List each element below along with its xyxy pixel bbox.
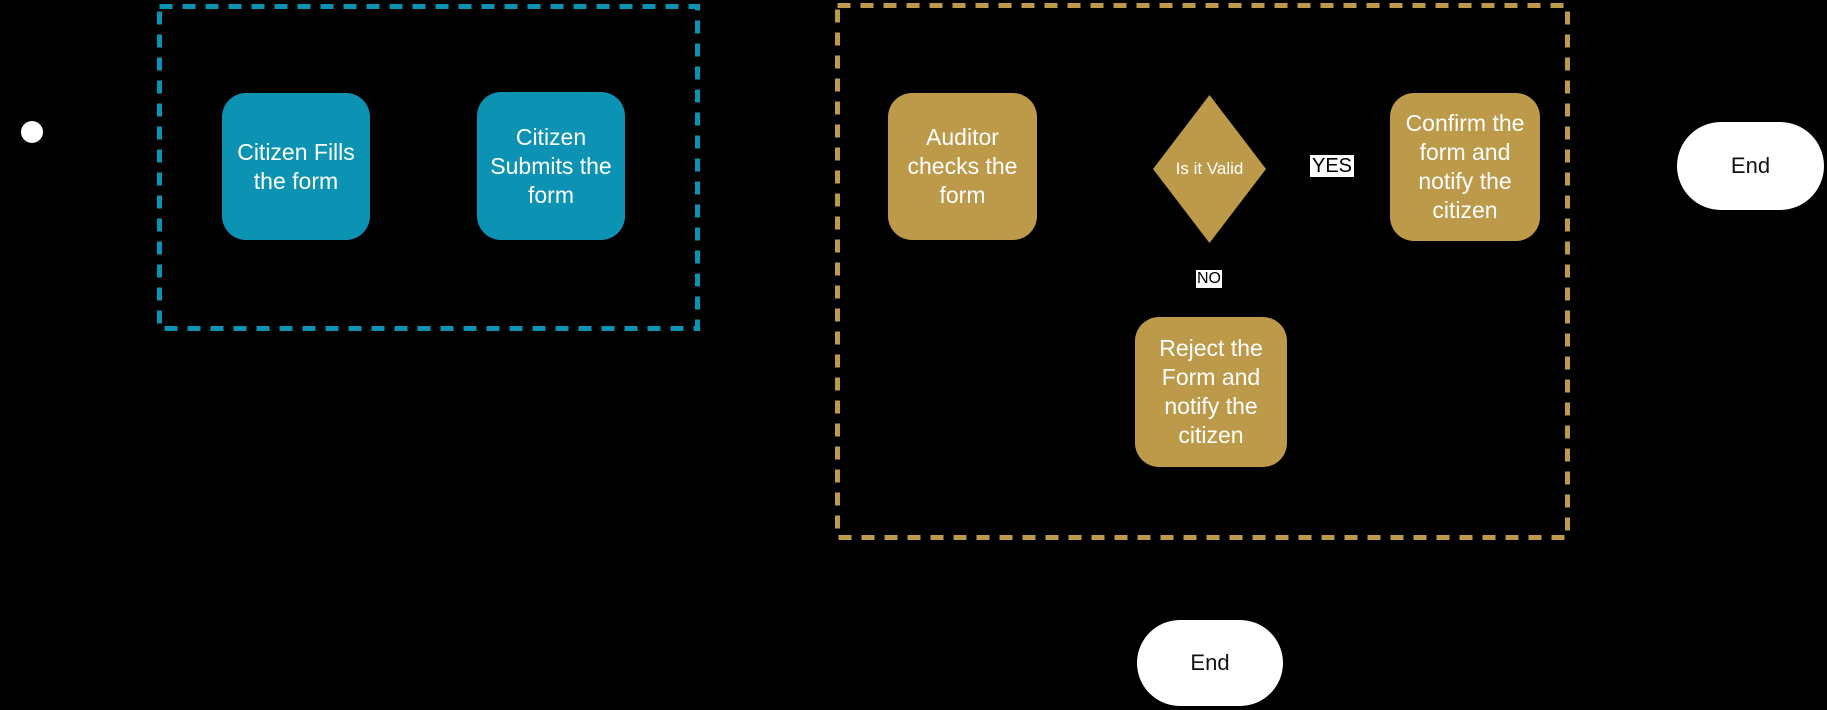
dashed-rect [157, 4, 700, 331]
node-reject-form-notify: Reject the Form and notify the citizen [1135, 317, 1287, 467]
node-label: End [1730, 153, 1771, 178]
node-label: Confirm the form and notify the citizen [1405, 110, 1525, 223]
dashed-rect [835, 3, 1570, 540]
node-label: End [1190, 650, 1230, 675]
node-end-right: End [1677, 122, 1824, 210]
auditor-lane-border [835, 3, 1570, 540]
start-node-circle [21, 121, 43, 143]
node-label: Citizen Fills the form [237, 138, 355, 194]
node-end-bottom: End [1137, 620, 1283, 706]
edge-label-no: NO [1196, 270, 1222, 288]
node-citizen-fills-form: Citizen Fills the form [222, 93, 370, 240]
node-label: Reject the Form and notify the citizen [1159, 335, 1263, 448]
node-confirm-form-notify: Confirm the form and notify the citizen [1390, 93, 1540, 241]
edge-label-yes: YES [1310, 155, 1355, 177]
node-label: Is it Valid [1175, 159, 1244, 178]
node-auditor-checks-form: Auditor checks the form [888, 93, 1037, 240]
node-citizen-submits-form: Citizen Submits the form [477, 92, 625, 240]
citizen-lane-border [157, 4, 700, 331]
node-label: Citizen Submits the form [490, 123, 612, 208]
node-label: Auditor checks the form [907, 124, 1018, 208]
